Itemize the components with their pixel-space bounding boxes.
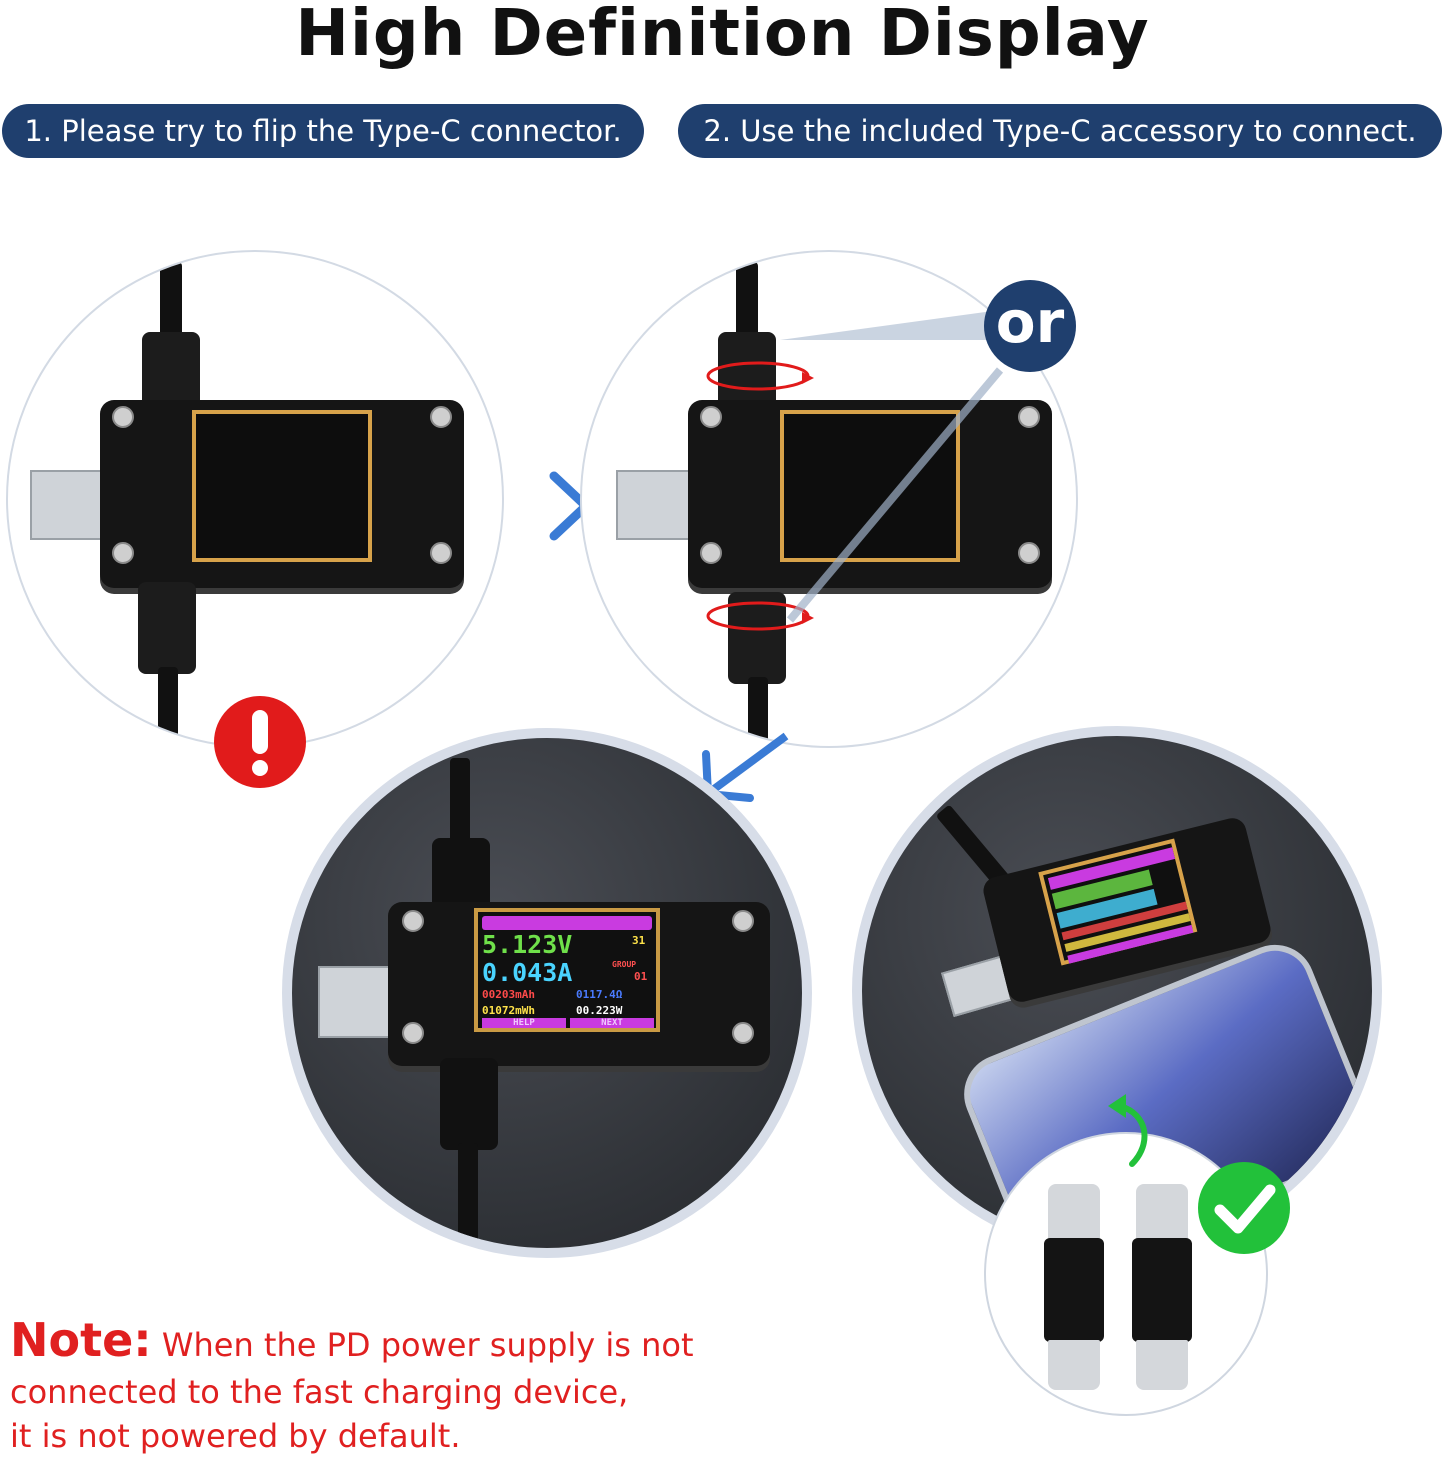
note-title: Note:	[10, 1313, 152, 1367]
screw-icon	[402, 910, 424, 932]
adapter-connector-bottom	[1136, 1340, 1188, 1390]
usb-a-plug	[616, 470, 696, 540]
power-readout: 00.223W	[576, 1004, 623, 1017]
current-readout: 0.043A	[482, 958, 573, 987]
display-top-bar	[482, 916, 652, 930]
usb-tester: 5.123V 31 0.043A GROUP 01 00203mAh 0117.…	[388, 902, 770, 1066]
warning-icon	[212, 694, 308, 790]
help-button-label: HELP	[482, 1018, 566, 1028]
bottom-typec-plug	[728, 592, 786, 684]
tester-display	[1038, 838, 1198, 966]
screw-icon	[732, 1022, 754, 1044]
screw-icon	[112, 542, 134, 564]
screw-icon	[700, 406, 722, 428]
note-text-3: it is not powered by default.	[10, 1417, 461, 1455]
arrow-right-icon	[486, 470, 594, 542]
bottom-typec-plug	[138, 582, 196, 674]
bottom-cable	[458, 1143, 478, 1248]
check-icon	[1196, 1160, 1292, 1256]
capacity-readout: 00203mAh	[482, 988, 535, 1001]
note-text-2: connected to the fast charging device,	[10, 1373, 629, 1411]
tester-display: 5.123V 31 0.043A GROUP 01 00203mAh 0117.…	[474, 908, 660, 1032]
energy-readout: 01072mWh	[482, 1004, 535, 1017]
adapter-connector-top	[1136, 1184, 1188, 1244]
usb-tester	[100, 400, 464, 588]
temp-readout: 31	[632, 934, 646, 947]
callout-lines	[760, 300, 1020, 640]
usb-tester	[688, 400, 1052, 588]
group-label: GROUP	[612, 960, 637, 969]
bottom-cable	[748, 677, 768, 746]
usb-a-plug	[30, 470, 110, 540]
resistance-readout: 0117.4Ω	[576, 988, 623, 1001]
flip-connector-illustration	[6, 250, 504, 748]
screw-icon	[402, 1022, 424, 1044]
group-readout: 01	[634, 970, 648, 983]
adapter-connector-top	[1048, 1184, 1100, 1244]
top-cable	[450, 758, 470, 858]
next-button-label: NEXT	[570, 1018, 654, 1028]
note-text-1: When the PD power supply is not	[161, 1326, 694, 1364]
top-cable	[736, 262, 758, 352]
rotate-arrow-icon	[702, 358, 814, 394]
bottom-cable	[158, 667, 178, 746]
tester-screen	[780, 410, 960, 562]
screw-icon	[1018, 542, 1040, 564]
screw-icon	[430, 406, 452, 428]
top-typec-plug	[432, 838, 490, 910]
tester-screen	[192, 410, 372, 562]
powered-tester-photo: 5.123V 31 0.043A GROUP 01 00203mAh 0117.…	[282, 728, 812, 1258]
screw-icon	[732, 910, 754, 932]
typec-adapter	[1044, 1238, 1104, 1342]
screw-icon	[430, 542, 452, 564]
curved-arrow-icon	[1098, 1088, 1162, 1168]
step-1-pill: 1. Please try to flip the Type-C connect…	[2, 104, 644, 158]
or-badge: or	[984, 280, 1076, 372]
screw-icon	[1018, 406, 1040, 428]
top-cable	[160, 262, 182, 352]
step-2-pill: 2. Use the included Type-C accessory to …	[678, 104, 1442, 158]
page-title: High Definition Display	[295, 0, 1150, 71]
adapter-connector-bottom	[1048, 1340, 1100, 1390]
rotate-arrow-icon	[702, 598, 814, 634]
voltage-readout: 5.123V	[482, 930, 573, 959]
note-line-1: Note: When the PD power supply is not	[10, 1317, 694, 1367]
bottom-typec-plug	[440, 1058, 498, 1150]
screw-icon	[700, 542, 722, 564]
typec-adapter	[1132, 1238, 1192, 1342]
flip-or-accessory-illustration	[580, 250, 1078, 748]
screw-icon	[112, 406, 134, 428]
